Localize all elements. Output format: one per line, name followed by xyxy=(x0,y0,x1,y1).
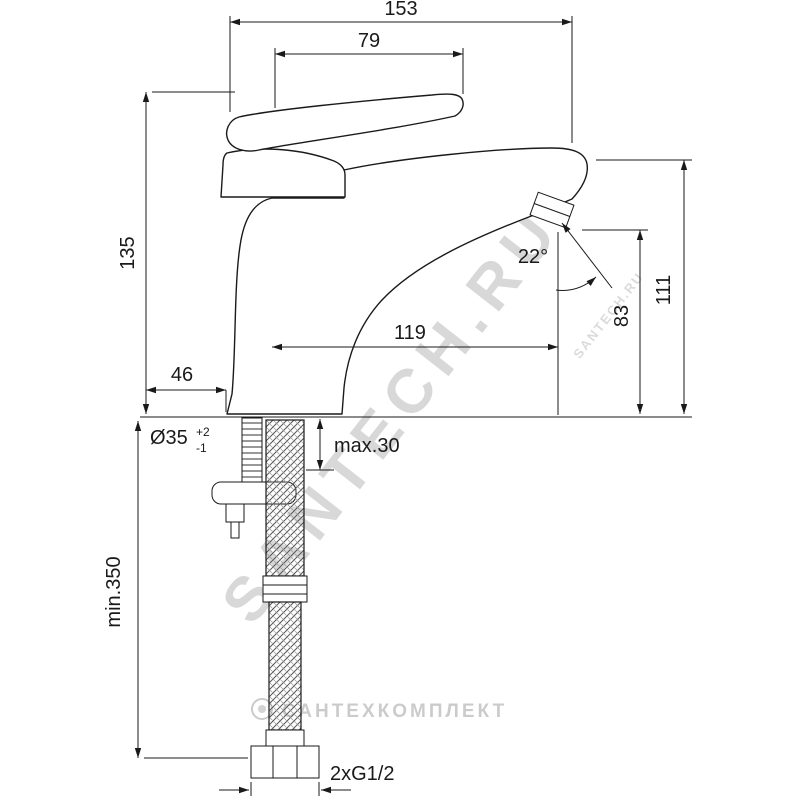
dim-hole-tol-plus: +2 xyxy=(196,425,210,439)
dim-spout-reach-label: 119 xyxy=(394,322,426,344)
dim-min-hose-length-label: min.350 xyxy=(103,556,125,627)
dim-total-width-label: 153 xyxy=(384,0,417,20)
threaded-stud xyxy=(241,417,263,489)
dim-stream-angle: 22° xyxy=(518,222,613,291)
dim-stream-angle-label: 22° xyxy=(518,246,548,268)
connection-nut xyxy=(250,745,320,779)
flex-hose-lower xyxy=(268,601,302,731)
dim-hole-diameter-label: Ø35 xyxy=(150,427,188,449)
dim-hole-tol-minus: -1 xyxy=(196,441,207,455)
clamp-screw-head xyxy=(225,503,245,523)
aerator xyxy=(529,191,575,229)
dim-base-offset: 46 xyxy=(146,364,227,412)
hose-end-fitting xyxy=(265,729,305,747)
dim-max-deck-thickness-label: max.30 xyxy=(334,435,400,457)
footer-logo-dot xyxy=(258,705,266,713)
dim-handle-length-label: 79 xyxy=(358,30,380,52)
dim-body-height: 135 xyxy=(117,91,235,414)
dim-body-height-label: 135 xyxy=(117,236,139,269)
dim-total-height: 111 xyxy=(596,159,692,414)
dim-total-height-label: 111 xyxy=(653,275,675,305)
dim-max-deck-thickness: max.30 xyxy=(306,419,400,471)
flex-hose-upper xyxy=(265,419,305,577)
dim-handle-length: 79 xyxy=(274,30,464,108)
watermark-footer-label: САНТЕХКОМПЛЕКТ xyxy=(282,701,507,722)
dim-connection-thread: 2xG1/2 xyxy=(219,763,394,796)
dim-base-offset-label: 46 xyxy=(171,364,193,386)
cartridge-dome xyxy=(220,148,346,198)
under-counter-assembly xyxy=(211,417,320,779)
dim-connection-thread-label: 2xG1/2 xyxy=(330,763,394,785)
dim-spout-height: 83 xyxy=(582,229,648,414)
lever-handle xyxy=(225,93,464,152)
dim-total-width: 153 xyxy=(229,0,573,143)
hose-coupling xyxy=(262,575,308,603)
dim-hole-diameter: Ø35 +2 -1 xyxy=(150,425,210,455)
dim-spout-height-label: 83 xyxy=(611,305,633,327)
clamp-screw-stem xyxy=(230,521,240,539)
dim-min-hose-length: min.350 xyxy=(103,421,248,759)
dim-spout-reach: 119 xyxy=(272,232,559,415)
